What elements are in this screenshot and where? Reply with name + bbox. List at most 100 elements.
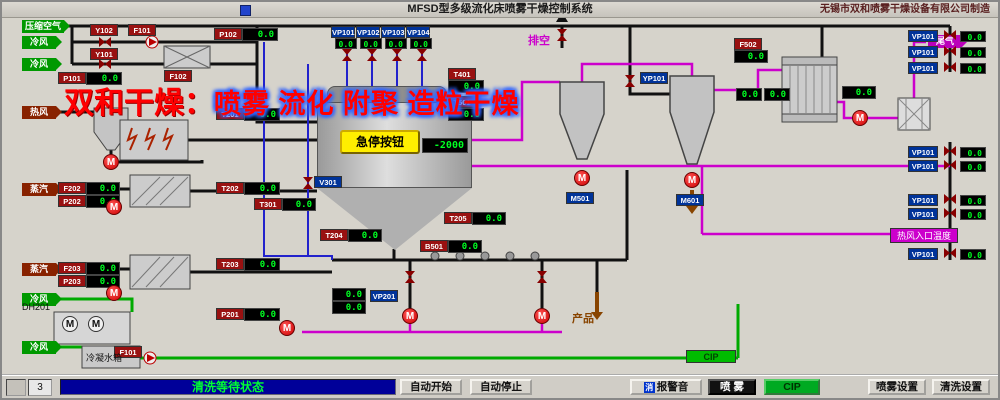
value-display: 0.0 bbox=[348, 229, 382, 242]
value-display: 0.0 bbox=[244, 258, 280, 271]
tag-V301: V301 bbox=[314, 176, 342, 188]
spray-button[interactable]: 喷 雾 bbox=[708, 379, 756, 395]
tag-P102: P102 bbox=[214, 28, 242, 40]
condenser bbox=[781, 56, 838, 123]
cyclone-2 bbox=[669, 75, 715, 165]
valve[interactable] bbox=[417, 49, 427, 61]
emergency-stop-button[interactable]: 急停按钮 bbox=[340, 130, 420, 154]
cip-button[interactable]: CIP bbox=[764, 379, 820, 395]
fan-indicator[interactable]: M bbox=[279, 320, 295, 336]
tag-F502: F502 bbox=[734, 38, 762, 50]
tag-YP101: YP101 bbox=[640, 72, 668, 84]
value-display: 0.0 bbox=[282, 198, 316, 211]
feed-arrow: 蒸汽 bbox=[22, 183, 62, 196]
valve[interactable] bbox=[99, 37, 111, 47]
tag-T401: T401 bbox=[448, 68, 476, 80]
valve[interactable] bbox=[944, 194, 956, 204]
tag-VP101: VP101 bbox=[908, 46, 938, 58]
valve[interactable] bbox=[392, 49, 402, 61]
auto-start-button[interactable]: 自动开始 bbox=[400, 379, 462, 395]
button-label: 自动开始 bbox=[410, 381, 452, 393]
mute-icon: 消 bbox=[643, 381, 655, 393]
button-label: CIP bbox=[783, 381, 801, 393]
tag-YP101: YP101 bbox=[908, 194, 938, 206]
tag-VP101: VP101 bbox=[331, 26, 355, 38]
clean-settings-button[interactable]: 清洗设置 bbox=[932, 379, 990, 395]
valve[interactable] bbox=[367, 49, 377, 61]
mute-alarm-button[interactable]: 消报警音 bbox=[630, 379, 702, 395]
tag-VP104: VP104 bbox=[406, 26, 430, 38]
feed-arrow: 冷风 bbox=[22, 341, 62, 354]
value-display: 0.0 bbox=[332, 288, 366, 301]
tag-T202: T202 bbox=[216, 182, 244, 194]
tag-VP101: VP101 bbox=[908, 160, 938, 172]
value-display: 0.0 bbox=[960, 249, 986, 260]
tag-T204: T204 bbox=[320, 229, 348, 241]
valve[interactable] bbox=[405, 271, 415, 283]
fan-indicator[interactable]: M bbox=[62, 316, 78, 332]
valve[interactable] bbox=[944, 146, 956, 156]
tag-VP201: VP201 bbox=[370, 290, 398, 302]
page-number[interactable]: 3 bbox=[28, 379, 52, 396]
button-label: 自动停止 bbox=[480, 381, 522, 393]
tag-T201: T201 bbox=[216, 108, 244, 120]
tag-VP101: VP101 bbox=[908, 248, 938, 260]
fan-indicator[interactable]: M bbox=[88, 316, 104, 332]
value-display: 0.0 bbox=[960, 195, 986, 206]
fan-indicator[interactable]: M bbox=[574, 170, 590, 186]
tag-T205: T205 bbox=[444, 212, 472, 224]
button-label: 喷 雾 bbox=[720, 381, 744, 393]
tag-M501: M501 bbox=[566, 192, 594, 204]
fan-indicator[interactable]: M bbox=[103, 154, 119, 170]
auto-stop-button[interactable]: 自动停止 bbox=[470, 379, 532, 395]
tag-P202: P202 bbox=[58, 195, 86, 207]
tag-VP101: VP101 bbox=[908, 146, 938, 158]
taskbar-icon bbox=[6, 379, 26, 396]
value-display: 0.0 bbox=[244, 308, 280, 321]
value-display: 0.0 bbox=[86, 262, 120, 275]
value-display: 0.0 bbox=[86, 72, 122, 85]
tag-T501: T501 bbox=[448, 96, 476, 108]
fan-indicator[interactable]: M bbox=[402, 308, 418, 324]
feed-arrow: 热风 bbox=[22, 106, 62, 119]
fan-indicator[interactable]: M bbox=[684, 172, 700, 188]
valve[interactable] bbox=[944, 248, 956, 258]
value-display: 0.0 bbox=[960, 147, 986, 158]
tag-T301: T301 bbox=[254, 198, 282, 210]
valve[interactable] bbox=[944, 208, 956, 218]
tag-F101: F101 bbox=[128, 24, 156, 36]
value-display: 0.0 bbox=[960, 63, 986, 74]
value-display: 0.0 bbox=[244, 108, 280, 121]
tag-B501: B501 bbox=[420, 240, 448, 252]
value-display: 0.0 bbox=[410, 38, 432, 49]
fan-indicator[interactable]: M bbox=[106, 285, 122, 301]
value-display: 0.0 bbox=[734, 50, 768, 63]
label: 产品 bbox=[572, 313, 594, 325]
valve[interactable] bbox=[625, 75, 635, 87]
valve[interactable] bbox=[944, 160, 956, 170]
valve[interactable] bbox=[99, 59, 111, 69]
window-icon bbox=[240, 5, 251, 16]
label: CIP bbox=[686, 350, 736, 363]
valve[interactable] bbox=[537, 271, 547, 283]
valve[interactable] bbox=[944, 30, 956, 40]
label: 冷凝水箱 bbox=[86, 353, 123, 363]
fan-indicator[interactable]: M bbox=[534, 308, 550, 324]
value-display: 0.0 bbox=[842, 86, 876, 99]
tag-VP101: VP101 bbox=[908, 30, 938, 42]
tag-T203: T203 bbox=[216, 258, 244, 270]
conveyor-ports bbox=[430, 251, 540, 261]
value-display: 0.0 bbox=[736, 88, 762, 101]
equipment-shapes bbox=[53, 35, 931, 369]
valve[interactable] bbox=[944, 46, 956, 56]
valve[interactable] bbox=[557, 29, 567, 41]
fan-indicator[interactable]: M bbox=[852, 110, 868, 126]
value-display: 0.0 bbox=[960, 31, 986, 42]
feed-arrow: 冷风 bbox=[22, 36, 62, 49]
valve[interactable] bbox=[944, 62, 956, 72]
spray-settings-button[interactable]: 喷雾设置 bbox=[868, 379, 926, 395]
valve[interactable] bbox=[303, 177, 313, 189]
manufacturer-label: 无锡市双和喷雾干燥设备有限公司制造 bbox=[820, 4, 990, 15]
valve[interactable] bbox=[342, 49, 352, 61]
fan-indicator[interactable]: M bbox=[106, 199, 122, 215]
